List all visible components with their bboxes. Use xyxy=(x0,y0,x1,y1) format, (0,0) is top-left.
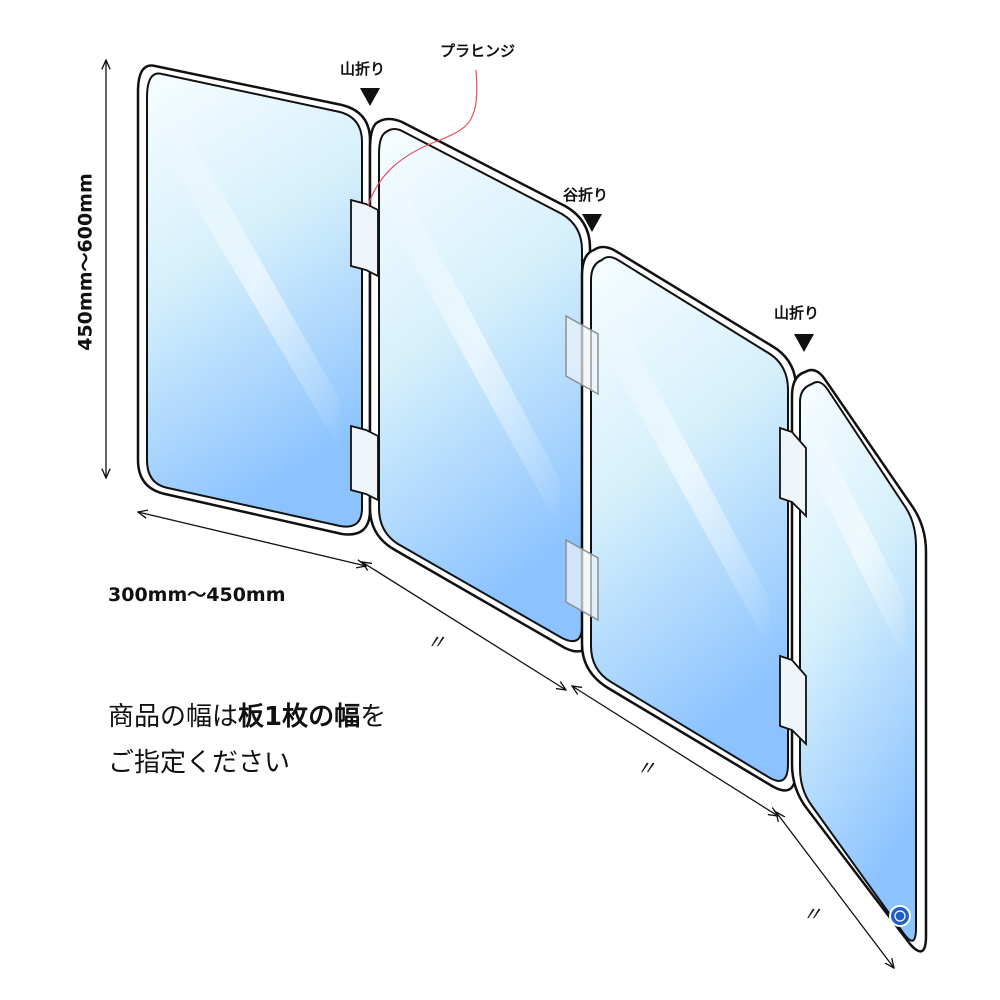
hinge-group-2 xyxy=(565,314,599,622)
ditto-mark-3: 〃 xyxy=(802,902,822,926)
panel-4 xyxy=(790,368,928,953)
fold-marker-3-icon xyxy=(794,334,814,352)
panel-3 xyxy=(580,245,798,792)
width-label: 300mm～450mm xyxy=(108,584,286,606)
fold-label-valley: 谷折り xyxy=(563,186,609,204)
badge-icon xyxy=(889,905,911,927)
hinge-label: プラヒンジ xyxy=(440,42,516,60)
fold-marker-2-icon xyxy=(582,214,602,232)
panel-2 xyxy=(368,117,592,653)
hinge-group-1 xyxy=(350,198,379,502)
hinge-group-3 xyxy=(779,426,807,747)
note-text-emphasis: 板1枚の幅 xyxy=(238,702,361,732)
note-line-2: ご指定ください xyxy=(108,748,291,778)
width-dimension-line-1 xyxy=(138,512,366,566)
ditto-mark-2: 〃 xyxy=(636,756,656,780)
height-label: 450mm～600mm xyxy=(74,173,97,351)
width-dimension-line-4 xyxy=(776,812,894,968)
width-dimension-line-3 xyxy=(572,686,778,816)
ditto-mark-1: 〃 xyxy=(426,630,446,654)
width-instruction-note: 商品の幅は板1枚の幅を ご指定ください xyxy=(108,694,386,786)
fold-label-mountain-1: 山折り xyxy=(340,60,386,78)
width-dimension-line-2 xyxy=(362,562,566,690)
fold-label-mountain-2: 山折り xyxy=(774,304,820,322)
panel-1 xyxy=(136,64,372,536)
fold-marker-1-icon xyxy=(360,88,380,106)
hinge-callout-line xyxy=(367,69,478,207)
note-text-a: 商品の幅は xyxy=(108,702,239,732)
note-line-1: 商品の幅は板1枚の幅を xyxy=(108,694,386,740)
note-text-c: を xyxy=(360,702,387,732)
